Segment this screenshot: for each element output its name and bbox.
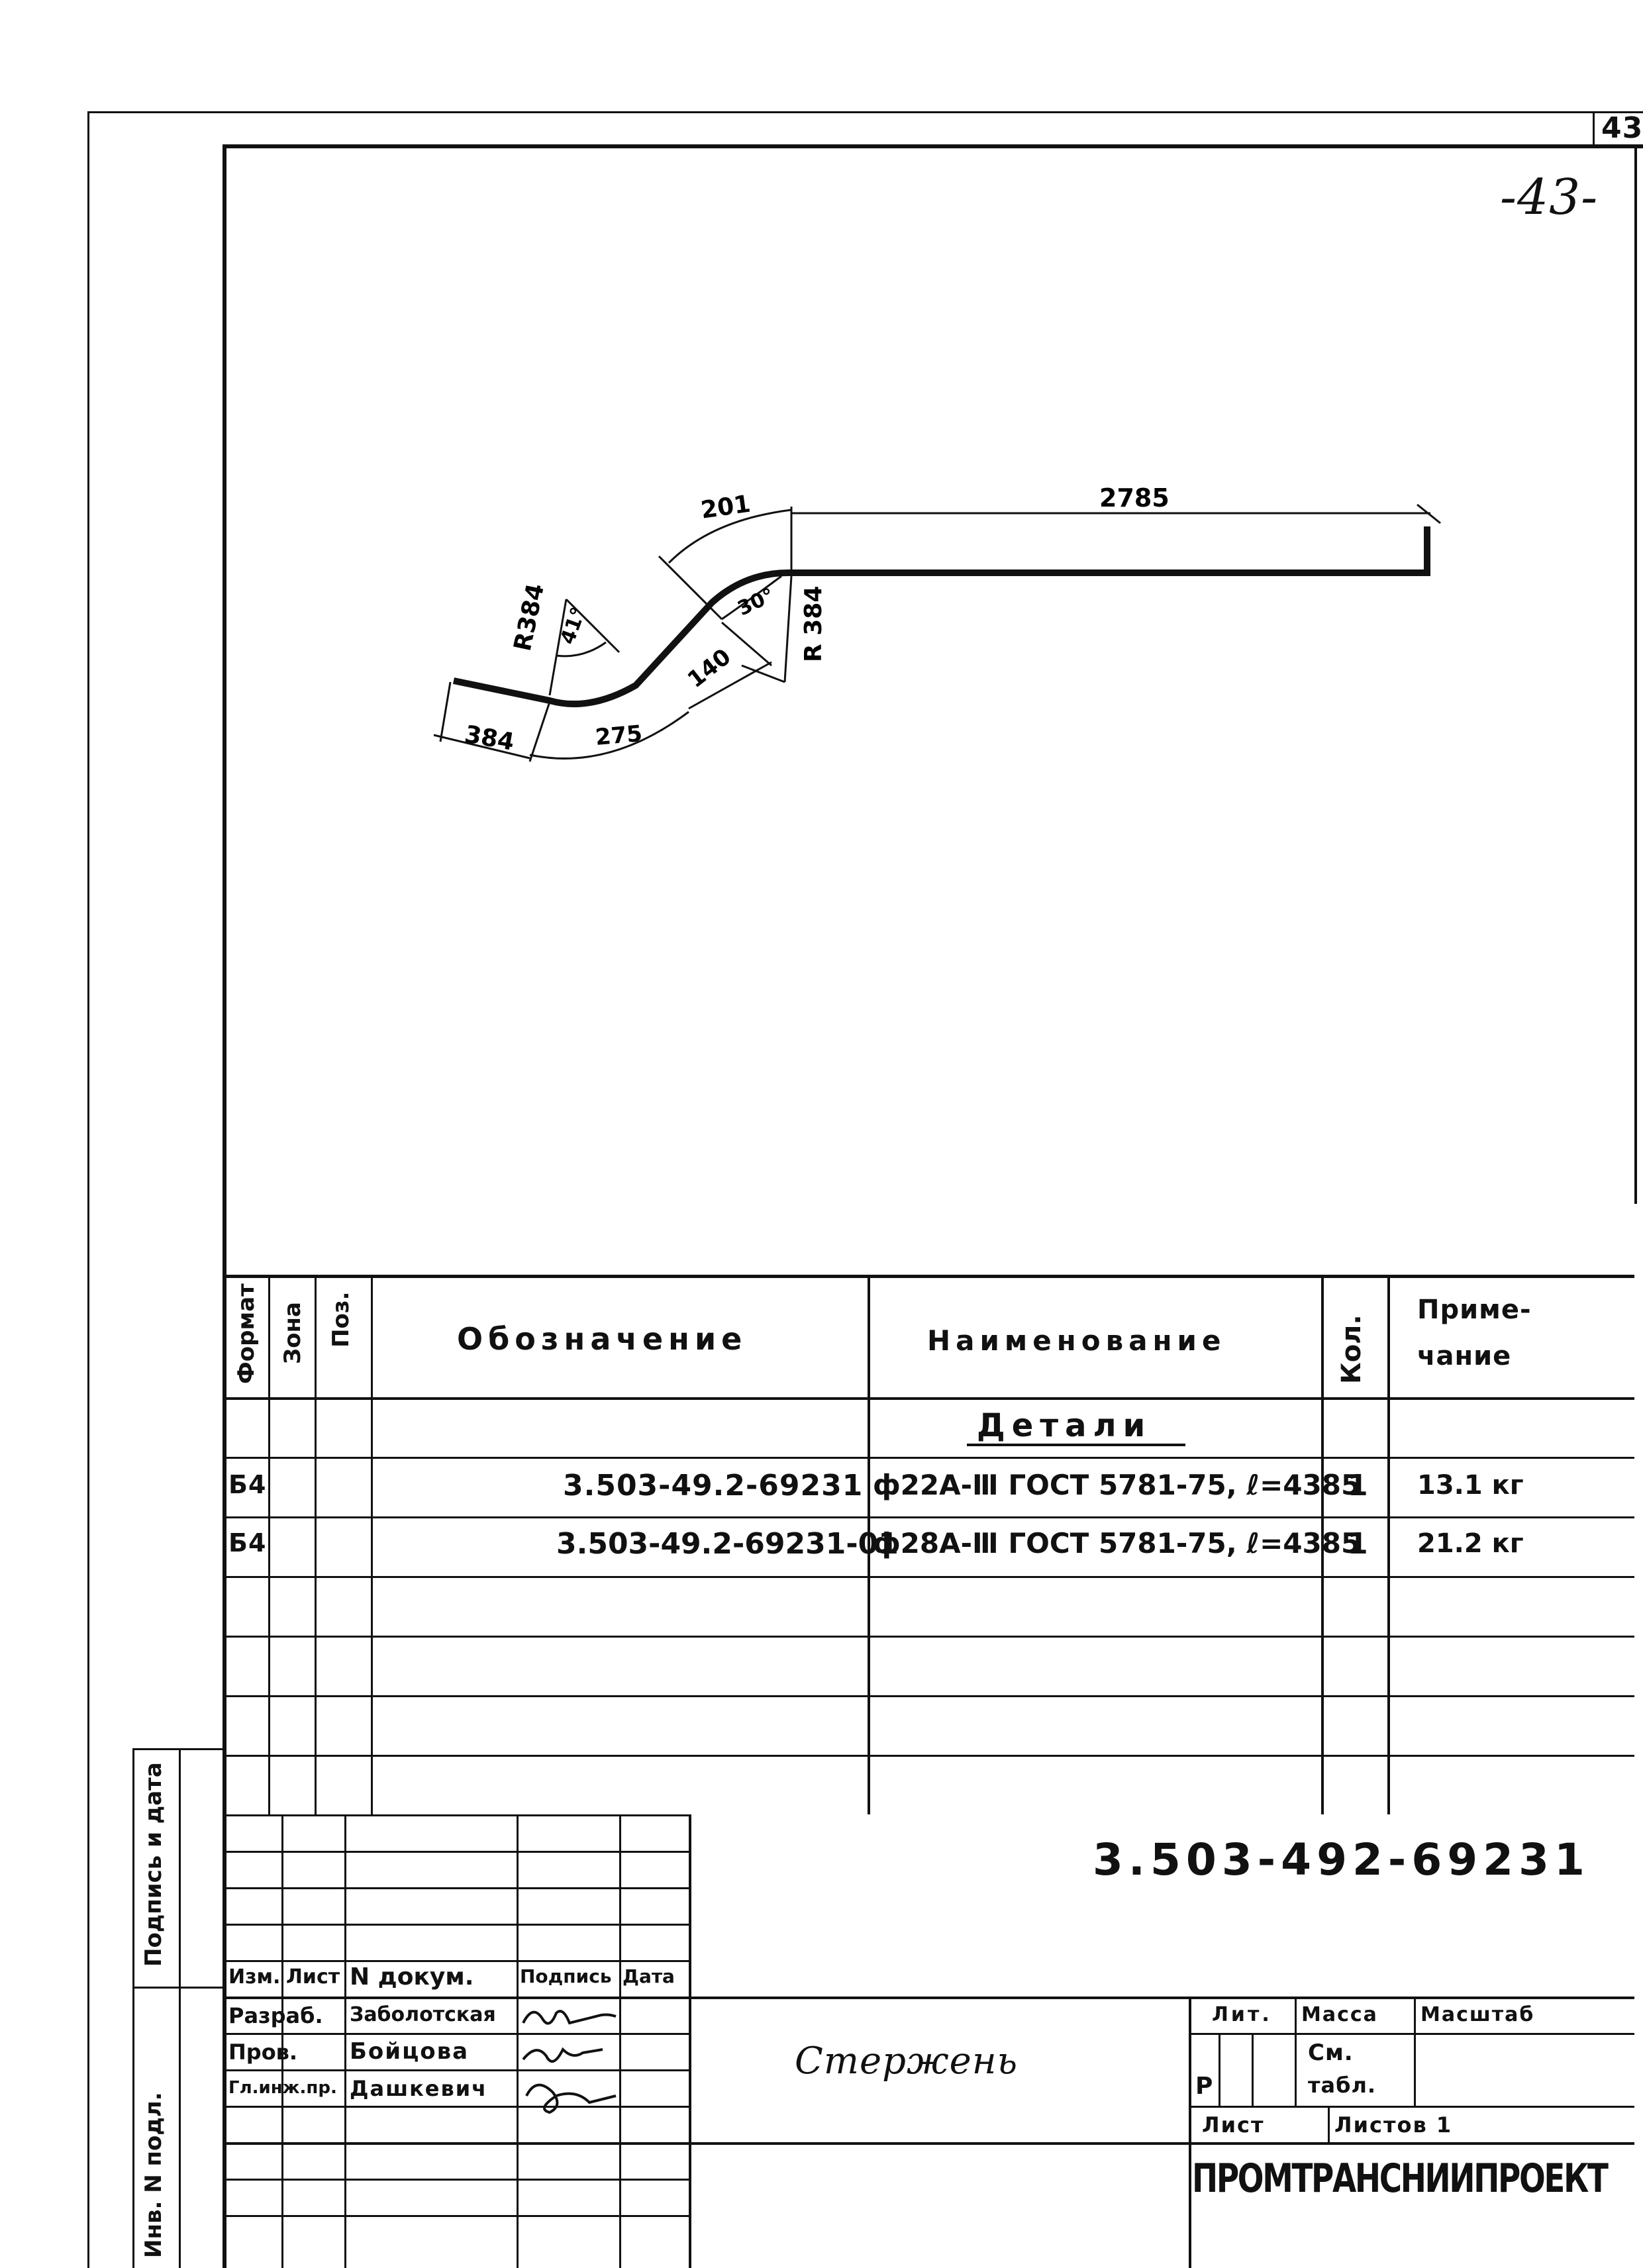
side-stamp-inv-no: Инв. N подл.	[140, 2092, 167, 2258]
dim-384: 384	[462, 720, 516, 756]
dim-arc-201	[668, 509, 792, 564]
table-row-2-note: 21.2 кг	[1417, 1528, 1524, 1559]
header-qty: Кол.	[1336, 1314, 1367, 1384]
table-row-1-qty: 1	[1348, 1469, 1369, 1503]
mass-value-2: табл.	[1308, 2073, 1377, 2098]
role-developer: Разраб.	[228, 2003, 323, 2028]
table-row-2-designation: 3.503-49.2-69231-01	[556, 1527, 899, 1561]
page-number: 43	[1601, 111, 1643, 145]
section-title: Детали	[977, 1407, 1152, 1444]
col-sign: Подпись	[520, 1965, 612, 1987]
dim-275: 275	[594, 720, 643, 751]
bar-shape	[452, 526, 1430, 707]
page-number-box-left	[1593, 111, 1595, 146]
mass-value-1: См.	[1308, 2040, 1354, 2066]
role-chief-engineer: Гл.инж.пр.	[228, 2078, 337, 2098]
dim-arc-275	[529, 711, 689, 760]
lit-label: Лит.	[1212, 2003, 1272, 2026]
sheets-count: Листов 1	[1334, 2112, 1453, 2138]
header-zone: Зона	[279, 1302, 306, 1364]
signature-chief	[525, 2083, 617, 2114]
outer-frame-top	[87, 111, 1643, 113]
inner-frame-left	[223, 144, 226, 2268]
sheet-label: Лист	[1202, 2112, 1265, 2138]
table-row-1-designation: 3.503-49.2-69231	[563, 1469, 864, 1503]
header-format: Формат	[233, 1283, 260, 1384]
signatures	[522, 2010, 617, 2114]
dim-line-140	[721, 621, 772, 667]
dim-30deg: 30°	[734, 584, 778, 621]
table-row-2-qty: 1	[1348, 1527, 1369, 1561]
table-row-2-format: Б4	[228, 1528, 267, 1557]
col-izm: Изм.	[228, 1965, 281, 1989]
header-note-1: Приме-	[1417, 1295, 1532, 1325]
header-name: Наименование	[927, 1324, 1226, 1357]
handwritten-page-number: -43-	[1500, 169, 1599, 226]
section-title-underline	[967, 1444, 1185, 1446]
doc-code: 3.503-492-69231	[1093, 1834, 1590, 1885]
side-stamp-signature-date: Подпись и дата	[140, 1762, 167, 1967]
drawing-title: Стержень	[795, 2040, 1019, 2083]
header-pos: Поз.	[328, 1291, 354, 1348]
inner-frame-top	[225, 144, 1643, 148]
dim-2785: 2785	[1099, 483, 1170, 513]
radius-left	[548, 599, 568, 696]
role-checker: Пров.	[228, 2040, 298, 2065]
dim-r384-left: R384	[509, 581, 550, 654]
person-developer: Заболотская	[350, 2003, 496, 2026]
dim-41deg: 41°	[556, 604, 591, 647]
organization-name: ПРОМТРАНСНИИПРОЕКТ	[1192, 2155, 1609, 2202]
table-row-2-name: ф28А-Ⅲ ГОСТ 5781-75, ℓ=4385	[873, 1527, 1361, 1559]
table-row-1-format: Б4	[228, 1470, 267, 1499]
col-list: Лист	[286, 1965, 340, 1989]
person-checker: Бойцова	[350, 2038, 470, 2065]
angle-30-marker	[721, 575, 782, 620]
lit-value: Р	[1195, 2073, 1214, 2100]
dim-line-384	[433, 734, 530, 760]
dim-r384-right: R 384	[800, 586, 827, 662]
header-note-2: чание	[1417, 1341, 1512, 1371]
signature-checker	[522, 2047, 603, 2063]
table-row-1-name: ф22А-Ⅲ ГОСТ 5781-75, ℓ=4385	[873, 1469, 1361, 1501]
signature-developer	[522, 2010, 617, 2025]
person-chief-engineer: Дашкевич	[350, 2076, 488, 2101]
scale-label: Масштаб	[1420, 2003, 1535, 2026]
header-designation: Обозначение	[457, 1321, 748, 1357]
col-date: Дата	[622, 1965, 675, 1987]
col-doc: N докум.	[350, 1963, 474, 1991]
table-row-1-note: 13.1 кг	[1417, 1470, 1524, 1501]
mass-label: Масса	[1301, 2003, 1378, 2026]
outer-frame-left	[87, 111, 89, 2268]
inner-frame-right	[1634, 144, 1637, 1204]
